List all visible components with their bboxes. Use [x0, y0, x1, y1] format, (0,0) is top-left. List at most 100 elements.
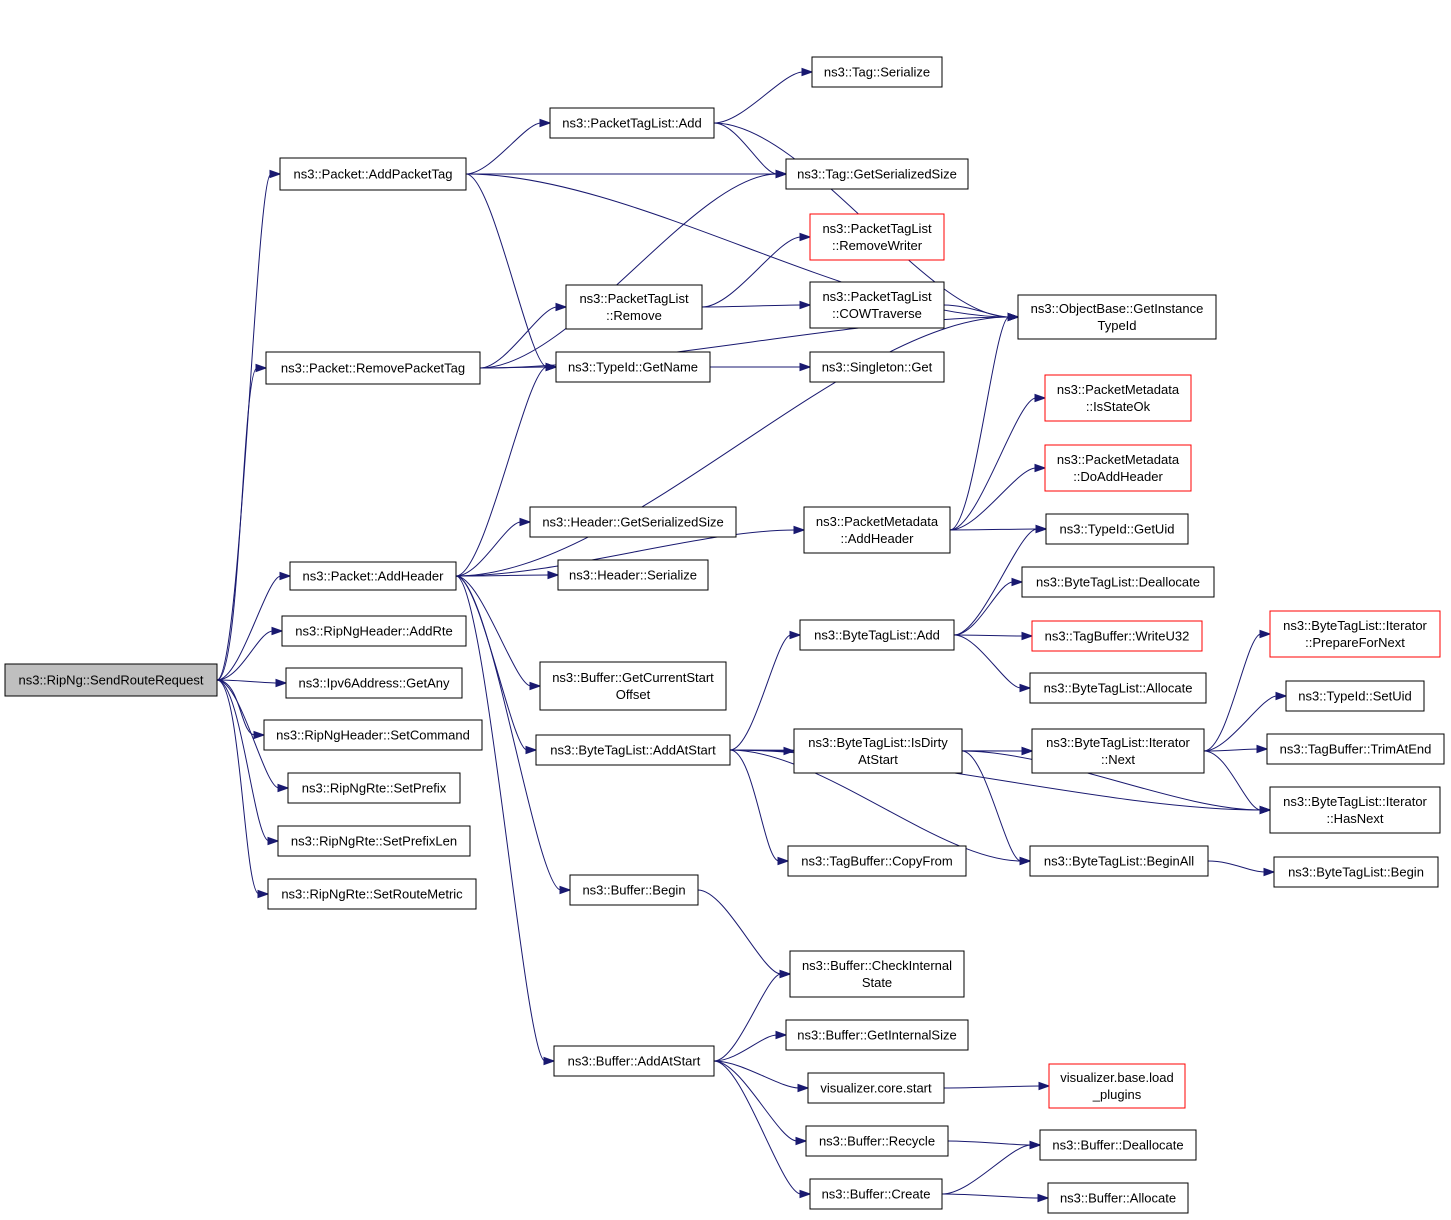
node-box-bufbegin — [569, 874, 699, 906]
node-taggetsize[interactable]: ns3::Tag::GetSerializedSize — [785, 158, 969, 190]
edge-addpackettag-to-ptladd — [465, 122, 542, 175]
node-setroutemetric[interactable]: ns3::RipNgRte::SetRouteMetric — [267, 878, 477, 910]
arrowhead-sendroute-to-setprefix — [277, 783, 290, 793]
node-box-taggetsize — [785, 158, 969, 190]
arrowhead-btlbeginall-to-btlbegin — [1263, 867, 1276, 877]
node-label-getany-0: ns3::Ipv6Address::GetAny — [298, 676, 450, 691]
arrowhead-sendroute-to-addheader — [279, 571, 292, 581]
edge-bufrecycle-to-bufdeallocate — [947, 1140, 1032, 1146]
node-label-btlprepare-0: ns3::ByteTagList::Iterator — [1283, 618, 1427, 633]
node-label-ptlcow-1: ::COWTraverse — [832, 306, 922, 321]
node-addpackettag[interactable]: ns3::Packet::AddPacketTag — [279, 157, 467, 191]
arrowhead-sendroute-to-removepackettag — [255, 363, 268, 373]
node-bufaddatstart[interactable]: ns3::Buffer::AddAtStart — [553, 1045, 715, 1077]
node-label-bufbegin-0: ns3::Buffer::Begin — [582, 883, 685, 898]
node-btldeallocate[interactable]: ns3::ByteTagList::Deallocate — [1021, 566, 1215, 598]
node-label-btlbeginall-0: ns3::ByteTagList::BeginAll — [1044, 854, 1194, 869]
node-tagserialize[interactable]: ns3::Tag::Serialize — [811, 56, 943, 88]
node-bufbegin[interactable]: ns3::Buffer::Begin — [569, 874, 699, 906]
arrowhead-btliternext-to-btlhasnext — [1259, 805, 1272, 815]
node-hdrgetsize[interactable]: ns3::Header::GetSerializedSize — [529, 506, 737, 538]
node-label-setroutemetric-0: ns3::RipNgRte::SetRouteMetric — [281, 887, 463, 902]
arrowhead-sendroute-to-ripngaddrte — [271, 626, 284, 636]
node-pmaddheader[interactable]: ns3::PacketMetadata::AddHeader — [803, 506, 951, 554]
node-ptladd[interactable]: ns3::PacketTagList::Add — [549, 107, 715, 139]
arrowhead-bufcreate-to-bufdeallocate — [1029, 1140, 1042, 1150]
edge-btladd-to-btldeallocate — [953, 581, 1014, 636]
edge-pmaddheader-to-pmdoaddheader — [949, 467, 1037, 531]
node-singletonget[interactable]: ns3::Singleton::Get — [809, 351, 945, 383]
arrowhead-addheader-to-pmaddheader — [793, 525, 806, 535]
node-box-hdrgetsize — [529, 506, 737, 538]
node-bufgetinternal[interactable]: ns3::Buffer::GetInternalSize — [785, 1019, 969, 1051]
edge-ptlremove-to-ptlremovewriter — [701, 236, 802, 308]
node-ptlcow[interactable]: ns3::PacketTagList::COWTraverse — [809, 281, 945, 329]
node-label-singletonget-0: ns3::Singleton::Get — [822, 360, 933, 375]
node-tbtrimatend[interactable]: ns3::TagBuffer::TrimAtEnd — [1266, 733, 1445, 765]
node-btlprepare[interactable]: ns3::ByteTagList::Iterator::PrepareForNe… — [1269, 610, 1441, 658]
node-btlbegin[interactable]: ns3::ByteTagList::Begin — [1273, 856, 1439, 888]
edge-btliternext-to-btlhasnext — [1203, 750, 1262, 811]
arrowhead-btliternext-to-typeidsetuid — [1275, 691, 1288, 701]
node-ripngaddrte[interactable]: ns3::RipNgHeader::AddRte — [281, 615, 467, 647]
arrowhead-removepackettag-to-taggetsize — [775, 169, 788, 179]
node-box-bufdeallocate — [1039, 1129, 1197, 1161]
node-btladdatstart[interactable]: ns3::ByteTagList::AddAtStart — [535, 734, 731, 766]
node-bufdeallocate[interactable]: ns3::Buffer::Deallocate — [1039, 1129, 1197, 1161]
node-tbwriteu32[interactable]: ns3::TagBuffer::WriteU32 — [1031, 620, 1203, 652]
node-typeidgetname[interactable]: ns3::TypeId::GetName — [555, 351, 711, 383]
node-label-bufgetcurrent-1: Offset — [616, 687, 651, 702]
node-label-ptlcow-0: ns3::PacketTagList — [822, 289, 932, 304]
edge-sendroute-to-setcommand — [216, 679, 256, 736]
node-box-btlbegin — [1273, 856, 1439, 888]
node-ptlremove[interactable]: ns3::PacketTagList::Remove — [565, 284, 703, 330]
node-label-vizcorestart-0: visualizer.core.start — [820, 1081, 932, 1096]
node-btlhasnext[interactable]: ns3::ByteTagList::Iterator::HasNext — [1269, 786, 1441, 834]
node-hdrserialize[interactable]: ns3::Header::Serialize — [557, 559, 709, 591]
node-label-tbwriteu32-0: ns3::TagBuffer::WriteU32 — [1045, 629, 1190, 644]
node-box-tagserialize — [811, 56, 943, 88]
node-label-btladdatstart-0: ns3::ByteTagList::AddAtStart — [550, 743, 716, 758]
node-setprefixlen[interactable]: ns3::RipNgRte::SetPrefixLen — [277, 825, 471, 857]
node-box-btlprepare — [1269, 610, 1441, 658]
node-label-btlisdirty-1: AtStart — [858, 752, 898, 767]
node-btlallocate[interactable]: ns3::ByteTagList::Allocate — [1029, 672, 1207, 704]
node-bufrecycle[interactable]: ns3::Buffer::Recycle — [805, 1125, 949, 1157]
node-bufallocate[interactable]: ns3::Buffer::Allocate — [1047, 1182, 1189, 1214]
node-box-setprefixlen — [277, 825, 471, 857]
node-typeidsetuid[interactable]: ns3::TypeId::SetUid — [1285, 680, 1425, 712]
node-pmisstateok[interactable]: ns3::PacketMetadata::IsStateOk — [1044, 374, 1192, 422]
node-btladd[interactable]: ns3::ByteTagList::Add — [799, 619, 955, 651]
node-label-btlhasnext-0: ns3::ByteTagList::Iterator — [1283, 794, 1427, 809]
edge-btladdatstart-to-btladd — [729, 634, 792, 751]
node-vizcorestart[interactable]: visualizer.core.start — [807, 1072, 945, 1104]
node-typeidgetuid[interactable]: ns3::TypeId::GetUid — [1045, 513, 1189, 545]
node-getany[interactable]: ns3::Ipv6Address::GetAny — [285, 667, 463, 699]
node-ptlremovewriter[interactable]: ns3::PacketTagList::RemoveWriter — [809, 213, 945, 261]
function-nodes: ns3::RipNg::SendRouteRequest ns3::Packet:… — [4, 56, 1445, 1214]
node-btliternext[interactable]: ns3::ByteTagList::Iterator::Next — [1031, 728, 1205, 774]
node-label-bufgetinternal-0: ns3::Buffer::GetInternalSize — [797, 1028, 956, 1043]
edge-btlbeginall-to-btlbegin — [1207, 860, 1266, 873]
edge-btladdatstart-to-btlbeginall — [729, 749, 1022, 862]
node-setcommand[interactable]: ns3::RipNgHeader::SetCommand — [263, 719, 483, 751]
node-setprefix[interactable]: ns3::RipNgRte::SetPrefix — [287, 772, 461, 804]
node-pmdoaddheader[interactable]: ns3::PacketMetadata::DoAddHeader — [1044, 444, 1192, 492]
edge-pmaddheader-to-objgetinstance — [949, 316, 1010, 531]
node-btlbeginall[interactable]: ns3::ByteTagList::BeginAll — [1029, 845, 1209, 877]
node-removepackettag[interactable]: ns3::Packet::RemovePacketTag — [265, 351, 481, 385]
node-box-bufcheck — [789, 950, 965, 998]
edge-removepackettag-to-taggetsize — [479, 173, 778, 369]
node-label-objgetinstance-1: TypeId — [1097, 318, 1136, 333]
node-box-tbtrimatend — [1266, 733, 1445, 765]
node-label-ptlremove-0: ns3::PacketTagList — [579, 291, 689, 306]
node-addheader[interactable]: ns3::Packet::AddHeader — [289, 561, 457, 591]
node-tbcopyfrom[interactable]: ns3::TagBuffer::CopyFrom — [787, 845, 967, 877]
node-vizbaseload[interactable]: visualizer.base.load_plugins — [1048, 1063, 1186, 1109]
node-bufcreate[interactable]: ns3::Buffer::Create — [809, 1178, 943, 1210]
node-sendroute[interactable]: ns3::RipNg::SendRouteRequest — [4, 663, 218, 697]
